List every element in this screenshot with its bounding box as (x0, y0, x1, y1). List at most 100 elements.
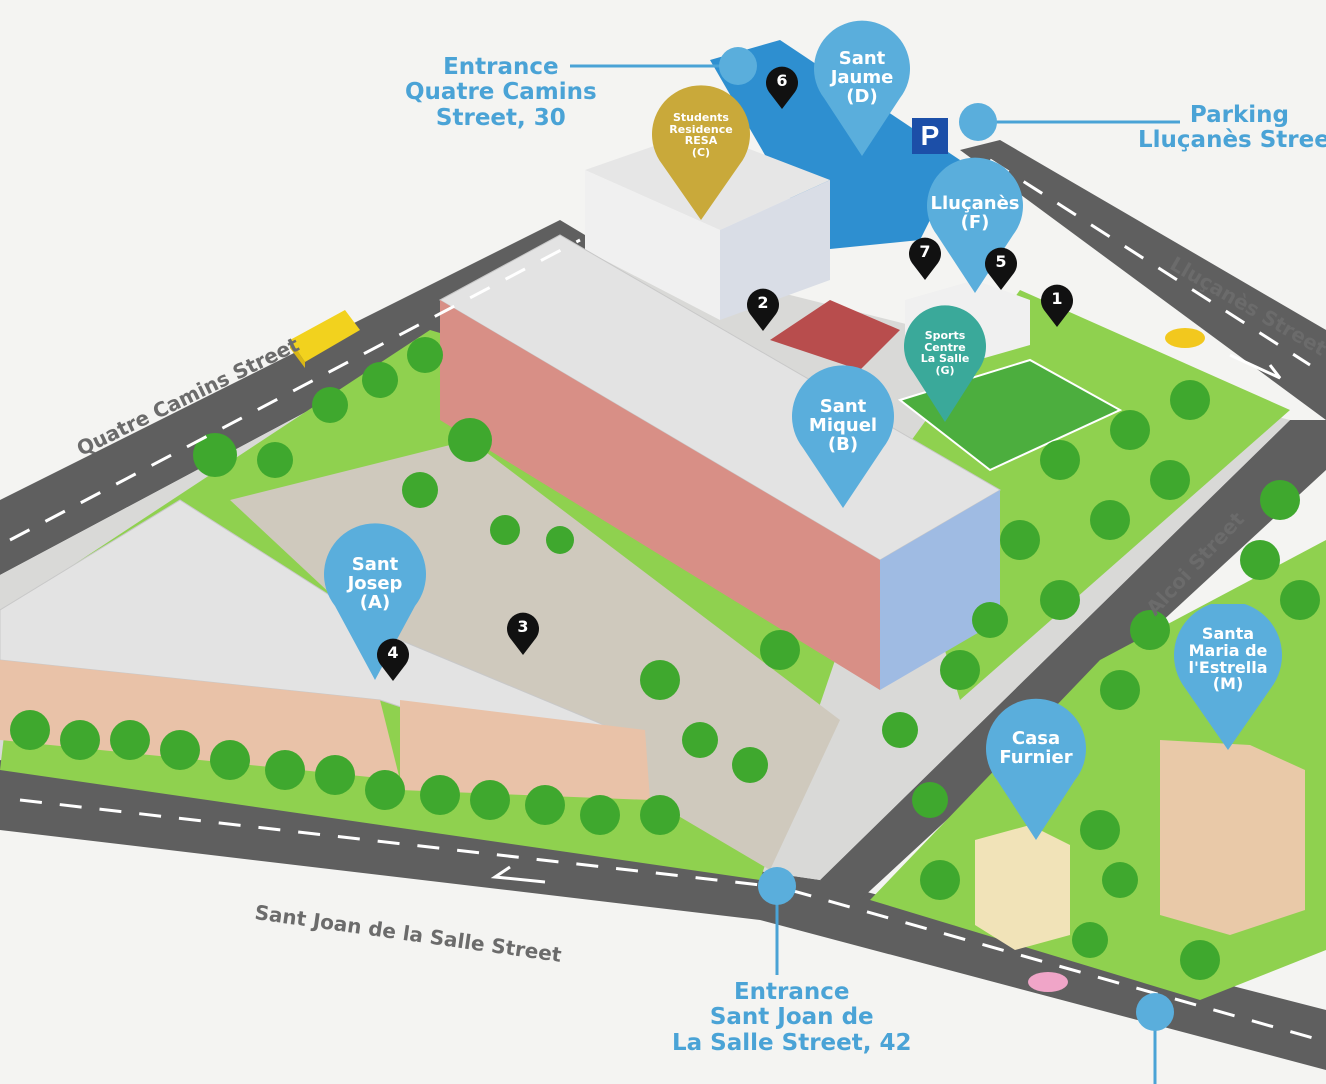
entrance-quatre-line3: Street, 30 (435, 104, 566, 131)
pin-resa-l2: Residence (669, 122, 733, 136)
pin-santa-maria[interactable]: Santa Maria de l'Estrella (M) (1172, 601, 1284, 752)
basketball-court (770, 300, 900, 370)
buildings (0, 40, 1305, 950)
marker-shape (985, 247, 1017, 290)
building-casa-furnier (975, 825, 1070, 950)
lane-markings (9, 158, 1321, 1042)
pin-sant-josep-l2: Josep (347, 572, 403, 594)
pin-llucanes-l1: Lluçanès (930, 193, 1020, 214)
road-alcoi (820, 420, 1326, 900)
pin-sant-jaume[interactable]: Sant Jaume (D) (812, 18, 912, 158)
pin-sant-miquel-l3: (B) (827, 433, 859, 455)
building-resa-side (720, 180, 830, 320)
parking-line1: Parking (1189, 102, 1289, 128)
pin-shape (986, 698, 1086, 840)
yellow-van (290, 310, 360, 368)
entrance-sant-joan-line3: La Salle Street, 42 (672, 1029, 912, 1056)
pin-shape (814, 20, 910, 156)
marker-7-number: 7 (919, 242, 931, 261)
pin-sant-miquel-l2: Miquel (808, 414, 878, 436)
pin-shape (1174, 601, 1282, 750)
entrance-sant-joan-dot[interactable] (758, 867, 796, 905)
parking-label: Parking Lluçanès Street (1138, 102, 1326, 154)
pink-car (1028, 972, 1068, 992)
pin-llucanes-l2: (F) (960, 211, 990, 233)
pin-shape (324, 523, 426, 680)
marker-5[interactable]: 5 (984, 247, 1018, 291)
building-sant-josep-front2 (400, 700, 650, 800)
direction-arrows (490, 353, 1282, 884)
bottom-right-dot[interactable] (1136, 993, 1174, 1031)
pin-santa-maria-l1: Santa (1201, 624, 1255, 643)
arrow-llucanes (1229, 353, 1282, 380)
marker-shape (377, 638, 409, 681)
arrow-sant-joan (490, 865, 546, 884)
pin-santa-maria-l3: l'Estrella (1188, 657, 1268, 677)
marker-shape (1041, 284, 1073, 327)
marker-4-number: 4 (387, 643, 399, 662)
pin-sant-josep-l1: Sant (351, 554, 399, 575)
marker-shape (507, 612, 539, 655)
marker-5-number: 5 (995, 252, 1007, 271)
marker-7[interactable]: 7 (908, 237, 942, 281)
connector-dots (719, 47, 1174, 1031)
pin-resa[interactable]: Students Residence RESA (C) (650, 82, 752, 222)
pin-shape (927, 157, 1023, 293)
building-sant-miquel-side (880, 490, 1000, 690)
parking-line2: Lluçanès Street (1138, 127, 1326, 154)
pin-resa-l1: Students (673, 111, 729, 124)
marker-shape (766, 66, 798, 109)
pin-casa-furnier-l2: Furnier (999, 746, 1073, 768)
pin-shape (904, 305, 986, 422)
pin-shape (792, 365, 894, 508)
pin-sant-miquel[interactable]: Sant Miquel (B) (790, 362, 896, 510)
building-santa-maria (1160, 740, 1305, 935)
building-sant-josep-front (0, 660, 400, 780)
pin-casa-furnier[interactable]: Casa Furnier (984, 694, 1088, 842)
pin-llucanes[interactable]: Lluçanès (F) (925, 155, 1025, 295)
trees (10, 337, 1320, 980)
road-llucanes (960, 140, 1326, 420)
entrance-quatre-dot[interactable] (719, 47, 757, 85)
pin-sports-l2: Centre (924, 340, 966, 354)
pin-sant-jaume-l2: Jaume (830, 66, 894, 88)
marker-2[interactable]: 2 (746, 288, 780, 332)
entrance-quatre-label: Entrance Quatre Camins Street, 30 (405, 54, 597, 131)
parking-dot[interactable] (959, 103, 997, 141)
pin-resa-l3: RESA (684, 134, 718, 148)
entrance-sant-joan-line2: Sant Joan de (709, 1004, 874, 1031)
pin-sports-l3: La Salle (920, 352, 970, 366)
marker-shape (747, 288, 779, 331)
pin-santa-maria-l2: Maria de (1188, 640, 1268, 660)
marker-3-number: 3 (517, 617, 529, 636)
pin-casa-furnier-l1: Casa (1011, 728, 1061, 749)
road-sant-joan (0, 760, 1326, 1070)
pin-sports-l4: (G) (935, 363, 955, 377)
marker-6[interactable]: 6 (765, 66, 799, 110)
entrance-sant-joan-line1: Entrance (733, 979, 850, 1005)
parking-sign: P (912, 118, 948, 154)
pin-sant-jaume-l3: (D) (846, 85, 878, 107)
pin-sports-centre[interactable]: Sports Centre La Salle (G) (903, 300, 987, 424)
building-sant-miquel-front (440, 300, 880, 690)
building-resa-front (585, 170, 720, 320)
marker-4[interactable]: 4 (376, 638, 410, 682)
marker-1-number: 1 (1051, 289, 1063, 308)
entrance-quatre-line1: Entrance (443, 54, 559, 80)
marker-1[interactable]: 1 (1040, 284, 1074, 328)
pin-resa-l4: (C) (691, 145, 711, 159)
pin-santa-maria-l4: (M) (1212, 674, 1244, 694)
pin-shape (652, 85, 750, 220)
pin-sant-josep[interactable]: Sant Josep (A) (322, 518, 428, 682)
pin-sports-l1: Sports (924, 329, 966, 342)
pin-sant-josep-l3: (A) (359, 591, 391, 613)
entrance-quatre-line2: Quatre Camins (405, 79, 597, 106)
pin-sant-jaume-l1: Sant (838, 48, 886, 69)
marker-6-number: 6 (776, 71, 788, 90)
entrance-sant-joan-label: Entrance Sant Joan de La Salle Street, 4… (672, 979, 912, 1056)
marker-2-number: 2 (757, 293, 769, 312)
yellow-car (1165, 328, 1205, 348)
marker-3[interactable]: 3 (506, 612, 540, 656)
marker-shape (909, 237, 941, 280)
